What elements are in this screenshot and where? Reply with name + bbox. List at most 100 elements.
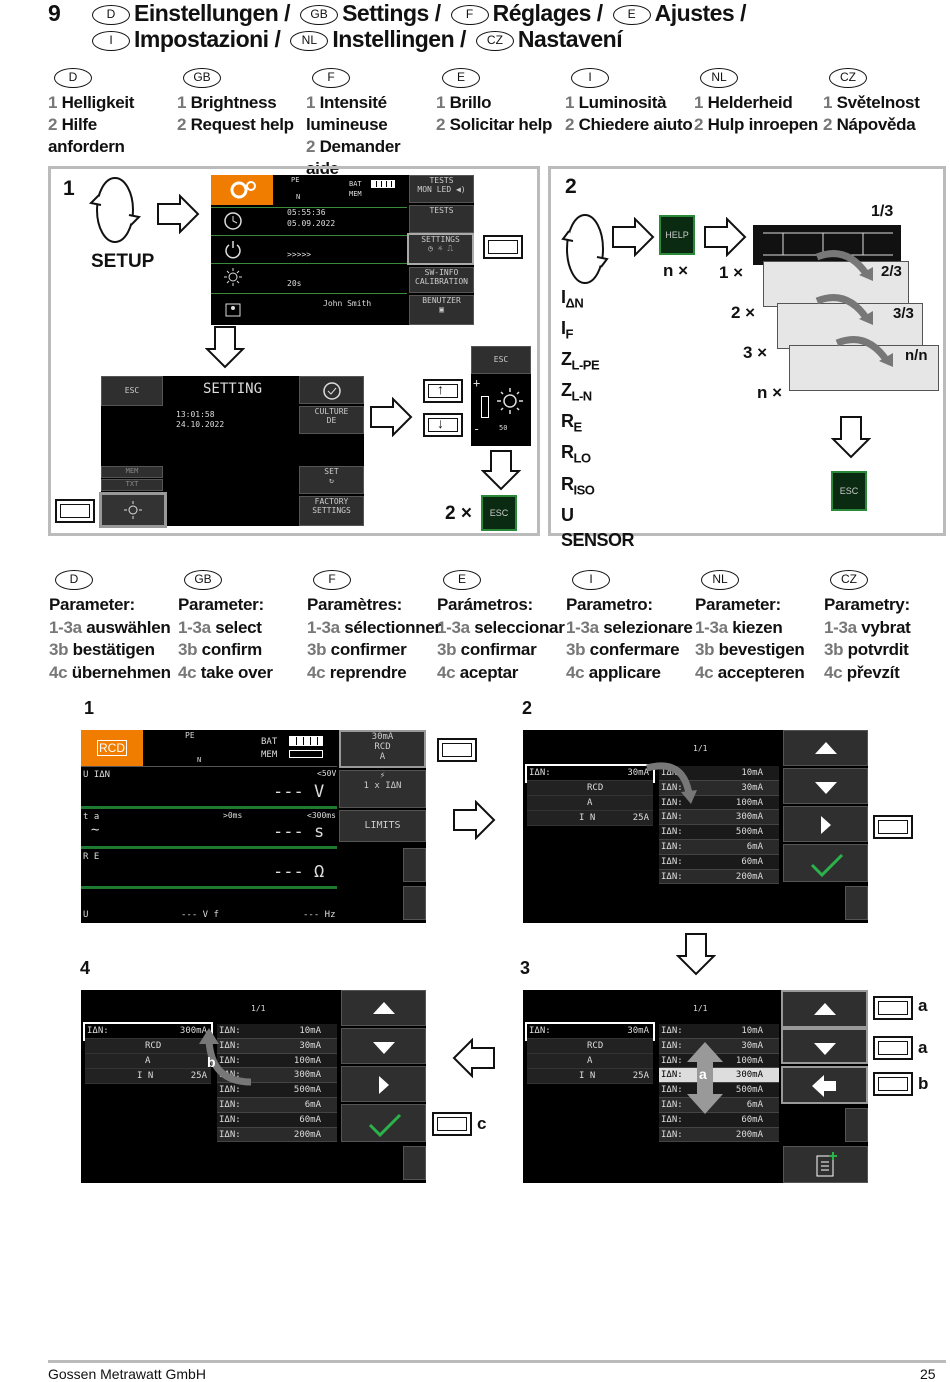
legend-param-head: Parametro: [566, 595, 653, 614]
esc-key[interactable]: ESC [831, 471, 867, 511]
confirm-button[interactable] [341, 1104, 426, 1142]
param-row[interactable]: A [85, 1054, 211, 1069]
settings-button[interactable]: SETTINGS◷ ☼ ⎍ [407, 233, 474, 265]
legend-param-a: 1-3a select [178, 617, 262, 637]
legend-param-a: 1-3a vybrat [824, 617, 911, 637]
arrow-right-icon [453, 800, 496, 840]
down-key[interactable]: ↓ [423, 413, 463, 437]
up-button[interactable] [341, 990, 426, 1026]
option-row[interactable]: IΔN:10mA [659, 766, 779, 781]
option-row[interactable]: IΔN:200mA [659, 1127, 779, 1143]
esc-button[interactable]: ESC [471, 346, 531, 374]
option-row[interactable]: IΔN:6mA [659, 1097, 779, 1113]
rotary-switch-icon [561, 214, 609, 284]
brightness-slider[interactable] [481, 396, 489, 418]
limits-button[interactable]: LIMITS [339, 810, 426, 842]
option-row[interactable]: IΔN:60mA [659, 854, 779, 870]
blank-button[interactable] [845, 886, 868, 920]
page-indicator: 1/1 [693, 1004, 708, 1013]
plus-sign: + [473, 376, 481, 390]
footer-company: Gossen Metrawatt GmbH [48, 1366, 206, 1382]
enter-button[interactable] [781, 1066, 868, 1104]
settings-tile[interactable] [211, 175, 273, 205]
up-button[interactable] [781, 990, 868, 1028]
rcd-measure-screen: RCD PE N BAT MEM U IΔN <50V --- V t a ∼ … [81, 730, 426, 923]
down-button[interactable] [341, 1028, 426, 1064]
times-3: 3 × [743, 343, 768, 362]
blank-button[interactable] [403, 886, 426, 920]
step-2-number: 2 [522, 698, 533, 718]
blank-button[interactable] [845, 1108, 868, 1142]
language-badge: CZ [830, 570, 868, 590]
save-button[interactable] [783, 1146, 868, 1183]
legend-item-2: 2 Chiedere aiuto [565, 115, 693, 134]
mode-button[interactable]: ⚡1 x IΔN [339, 770, 426, 808]
value-s: --- s [273, 822, 325, 842]
up-key[interactable]: ↑ [423, 379, 463, 403]
right-button[interactable] [783, 806, 868, 842]
param-row[interactable]: A [527, 796, 653, 811]
down-button[interactable] [783, 768, 868, 804]
help-key[interactable]: HELP [659, 215, 695, 255]
option-row[interactable]: IΔN:100mA [217, 1053, 337, 1069]
esc-key[interactable]: ESC [481, 495, 517, 531]
option-row[interactable]: IΔN:6mA [659, 839, 779, 855]
legend-param-c: 4c aceptar [437, 662, 519, 682]
up-button[interactable] [783, 730, 868, 766]
set-button[interactable]: SET↻ [299, 466, 364, 494]
user-button[interactable]: BENUTZER▣ [409, 295, 474, 325]
n-label: N [296, 193, 301, 201]
mem-button[interactable]: MEM [101, 466, 163, 478]
down-button[interactable] [781, 1028, 868, 1064]
option-row[interactable]: IΔN:6mA [217, 1097, 337, 1113]
param-row[interactable]: IΔN:30mA [525, 1022, 655, 1041]
option-row[interactable]: IΔN:30mA [659, 1038, 779, 1054]
confirm-button[interactable] [783, 844, 868, 882]
rcd-tile[interactable]: RCD [81, 730, 143, 766]
option-row[interactable]: IΔN:200mA [659, 869, 779, 885]
brightness-key[interactable] [99, 492, 167, 528]
option-row[interactable]: IΔN:10mA [659, 1024, 779, 1039]
tests-button[interactable]: TESTS [409, 205, 474, 233]
param-row[interactable]: RCD [527, 781, 653, 796]
option-row[interactable]: IΔN:60mA [659, 1112, 779, 1128]
param-row[interactable]: IΔN:30mA [525, 764, 655, 783]
language-badge: GB [184, 570, 222, 590]
times-label: 2 × [445, 503, 472, 524]
blank-button[interactable] [403, 848, 426, 882]
param-row[interactable]: RCD [85, 1039, 211, 1054]
legend-param-b: 3b confirmer [307, 640, 407, 659]
option-row[interactable]: IΔN:300mA [659, 810, 779, 826]
step-4-number: 4 [80, 958, 91, 978]
txt-button[interactable]: TXT [101, 479, 163, 491]
arrow-right-icon [612, 217, 655, 257]
param-row[interactable]: RCD [527, 1039, 653, 1054]
option-row[interactable]: IΔN:500mA [217, 1083, 337, 1098]
right-button[interactable] [341, 1066, 426, 1102]
option-row[interactable]: IΔN:300mA [659, 1068, 779, 1084]
panel-number: 1 [63, 177, 75, 200]
param-row[interactable]: IΔN:300mA [83, 1022, 213, 1041]
option-row[interactable]: IΔN:60mA [217, 1112, 337, 1128]
option-row[interactable]: IΔN:200mA [217, 1127, 337, 1143]
option-row[interactable]: IΔN:30mA [217, 1038, 337, 1054]
legend-param-c: 4c take over [178, 662, 273, 682]
clock-button[interactable] [299, 376, 364, 404]
blank-button[interactable] [403, 1146, 426, 1180]
key-symbol [483, 235, 523, 259]
param-row[interactable]: A [527, 1054, 653, 1069]
esc-button[interactable]: ESC [101, 376, 163, 406]
legend-param-a: 1-3a seleccionar [437, 617, 565, 637]
option-row[interactable]: IΔN:10mA [217, 1024, 337, 1039]
option-row[interactable]: IΔN:500mA [659, 825, 779, 840]
